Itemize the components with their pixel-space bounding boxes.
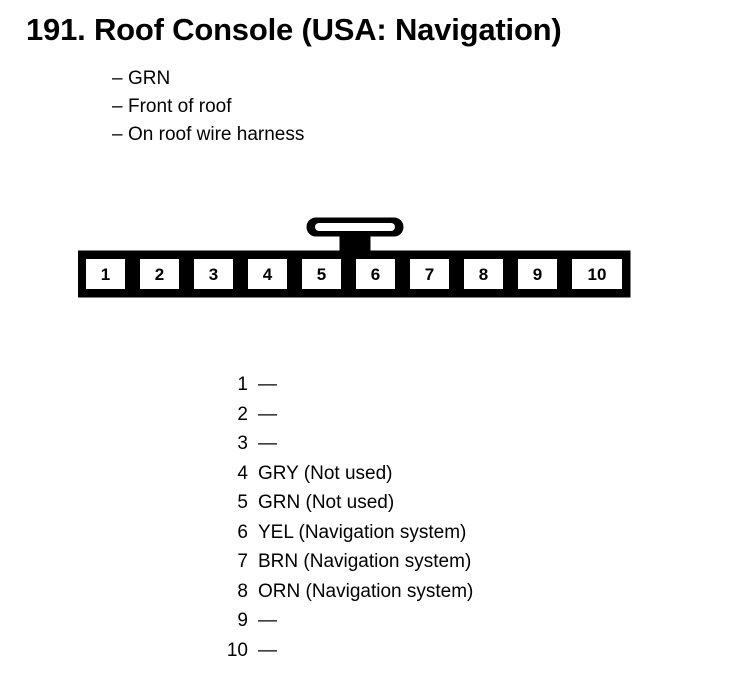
connector-pin-1: 1 [101,265,110,284]
pin-legend-number: 5 [237,492,248,513]
connector-locking-tab [306,217,404,252]
spec-list-item: – GRN [112,65,304,93]
pin-legend-number: 2 [237,403,248,425]
pin-legend-desc: GRN (Not used) [258,492,395,513]
pin-legend-row: 5 GRN (Not used) [182,488,473,518]
connector-pin-cavities [86,259,622,289]
pin-legend-desc: — [258,403,277,425]
connector-pin-3: 3 [209,265,218,284]
dash-icon: – [112,124,123,145]
dash-icon: – [112,96,123,117]
spec-list-item-label: GRN [128,68,171,89]
connector-diagram: 1 2 3 4 5 6 7 8 9 10 [78,210,638,305]
pin-legend-row: 9 — [182,606,473,636]
connector-pin-8: 8 [479,265,488,284]
spec-list-item-label: Front of roof [128,96,232,117]
connector-pin-9: 9 [533,265,542,284]
pin-legend-number: 3 [237,433,248,454]
spec-list: – GRN – Front of roof – On roof wire har… [112,65,304,149]
connector-pin-7: 7 [425,265,434,284]
connector-pin-2: 2 [155,265,164,284]
connector-pin-4: 4 [263,265,273,284]
pin-legend-desc: GRY (Not used) [258,462,393,484]
pin-legend-desc: — [258,639,277,661]
pin-legend-number: 4 [237,462,248,484]
pin-legend-number: 6 [237,521,248,543]
pin-legend-desc: — [258,374,277,395]
pin-legend-row: 4 GRY (Not used) [182,459,473,489]
pin-legend: 1 — 2 — 3 — 4 GRY (Not used) 5 GRN (Not … [182,370,474,666]
pin-legend-row: 10 — [182,636,473,666]
pin-legend-desc: ORN (Navigation system) [258,580,474,602]
spec-list-item: – On roof wire harness [112,121,304,149]
connector-pin-10: 10 [588,265,607,284]
pin-legend-number: 9 [237,610,248,631]
spec-list-item: – Front of roof [112,93,304,121]
spec-list-item-label: On roof wire harness [128,124,305,145]
pin-legend-number: 10 [226,639,248,661]
pin-legend-row: 1 — [182,370,473,400]
pin-legend-desc: YEL (Navigation system) [258,521,467,543]
pin-legend-desc: BRN (Navigation system) [258,551,472,572]
pin-legend-row: 2 — [182,400,473,430]
page-title: 191. Roof Console (USA: Navigation) [26,12,562,47]
pin-legend-number: 7 [237,551,248,572]
pin-legend-desc: — [258,433,277,454]
pin-legend-row: 8 ORN (Navigation system) [182,577,473,607]
pin-legend-row: 7 BRN (Navigation system) [182,547,473,577]
pin-legend-number: 8 [237,580,248,602]
connector-pin-5: 5 [317,265,326,284]
pin-legend-number: 1 [237,374,248,395]
dash-icon: – [112,68,123,89]
pin-legend-row: 3 — [182,429,473,459]
pin-legend-desc: — [258,610,277,631]
pin-legend-row: 6 YEL (Navigation system) [182,518,473,548]
connector-pin-6: 6 [371,265,380,284]
